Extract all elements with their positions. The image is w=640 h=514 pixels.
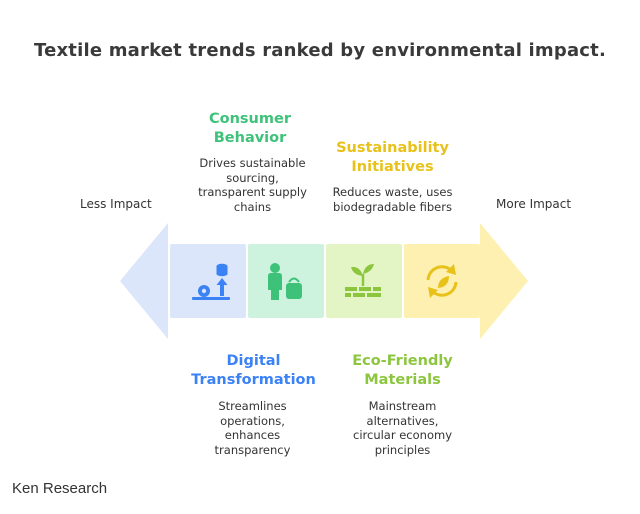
data-gear-icon (192, 263, 230, 300)
right-arrow-head (480, 223, 528, 339)
person-with-bag-icon (268, 263, 302, 300)
digital-transformation-description: Streamlines operations, enhances transpa… (214, 399, 291, 457)
footer-source: Ken Research (12, 480, 108, 497)
consumer-behavior-box (248, 244, 324, 318)
sprout-brick-icon (345, 264, 381, 297)
more-impact-label: More Impact (496, 197, 572, 211)
consumer-behavior-heading: Consumer Behavior (209, 111, 291, 146)
sustainability-initiatives-description: Reduces waste, uses biodegradable fibers (332, 185, 453, 214)
recycle-leaf-icon (426, 264, 458, 298)
less-impact-label: Less Impact (80, 197, 152, 211)
digital-transformation-box (170, 244, 246, 318)
page-title: Textile market trends ranked by environm… (33, 40, 607, 61)
eco-friendly-materials-heading: Eco-Friendly Materials (352, 353, 453, 388)
consumer-behavior-description: Drives sustainable sourcing, transparent… (198, 156, 307, 214)
eco-friendly-materials-description: Mainstream alternatives, circular econom… (353, 399, 452, 457)
left-arrow-head (120, 223, 168, 339)
sustainability-initiatives-heading: Sustainability Initiatives (336, 140, 449, 175)
digital-transformation-heading: Digital Transformation (191, 353, 316, 388)
